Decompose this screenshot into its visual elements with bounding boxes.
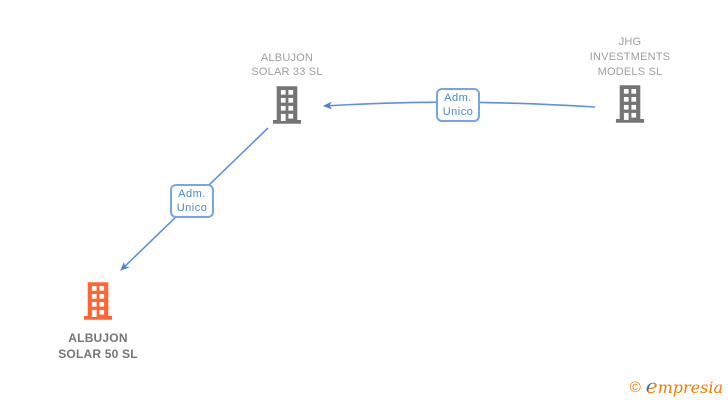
edge-label-adm-unico-1: Adm. Unico [436, 88, 480, 122]
node-albujon-solar-50-label: ALBUJON SOLAR 50 SL [23, 330, 173, 362]
node-label-line: JHG [618, 36, 642, 48]
node-jhg-investments-models-label: JHG INVESTMENTS MODELS SL [555, 35, 705, 80]
brand-initial-letter: e [645, 374, 658, 398]
empresia-logo[interactable]: © empresia [629, 374, 723, 398]
building-icon[interactable] [272, 86, 302, 124]
node-label-line: SOLAR 33 SL [251, 66, 323, 78]
node-label-line: ALBUJON [68, 331, 128, 345]
edge-label-line: Unico [442, 106, 474, 118]
edge-label-adm-unico-2: Adm. Unico [170, 184, 214, 218]
brand-rest: mpresia [657, 378, 723, 397]
edge-label-line: Adm. [178, 188, 206, 200]
building-icon[interactable] [615, 85, 645, 123]
node-label-line: ALBUJON [260, 52, 314, 64]
edge-label-line: Adm. [444, 92, 472, 104]
brand-wordmark: empresia [645, 374, 723, 398]
node-jhg-investments-models[interactable]: JHG INVESTMENTS MODELS SL [555, 35, 705, 128]
copyright-icon: © [629, 378, 641, 396]
building-icon[interactable] [83, 282, 113, 320]
node-label-line: INVESTMENTS [589, 51, 671, 63]
node-albujon-solar-33-label: ALBUJON SOLAR 33 SL [212, 51, 362, 79]
node-albujon-solar-33[interactable]: ALBUJON SOLAR 33 SL [212, 51, 362, 129]
node-label-line: MODELS SL [597, 66, 663, 78]
edge-label-line: Unico [176, 202, 208, 214]
node-label-line: SOLAR 50 SL [58, 347, 138, 361]
node-albujon-solar-50[interactable]: ALBUJON SOLAR 50 SL [23, 282, 173, 362]
